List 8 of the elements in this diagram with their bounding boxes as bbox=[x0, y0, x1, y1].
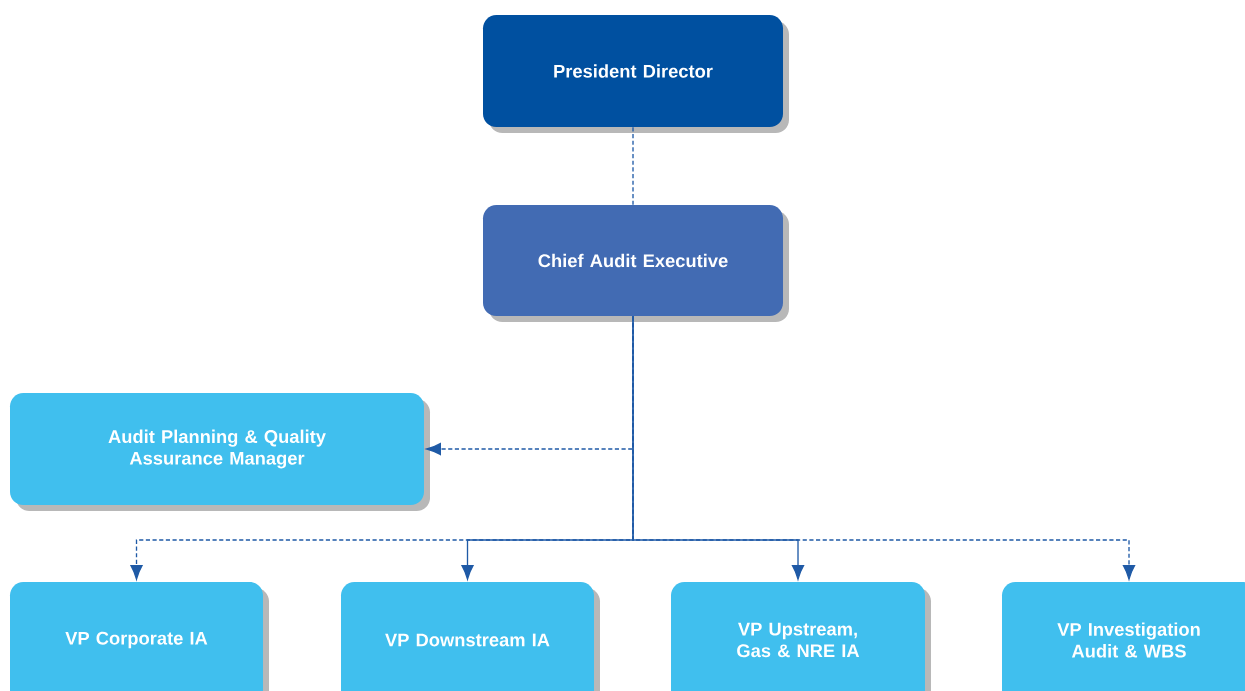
org-box: Audit Planning & Quality Assurance Manager bbox=[10, 393, 430, 511]
org-box: Chief Audit Executive bbox=[483, 205, 789, 322]
org-box: VP Upstream, Gas & NRE IA bbox=[671, 582, 931, 691]
org-box: VP Investigation Audit & WBS bbox=[1002, 582, 1245, 691]
org-box: President Director bbox=[483, 15, 789, 133]
connector-arrow bbox=[632, 315, 1136, 580]
org-box: VP Corporate IA bbox=[10, 582, 269, 691]
org-box: VP Downstream IA bbox=[341, 582, 600, 691]
